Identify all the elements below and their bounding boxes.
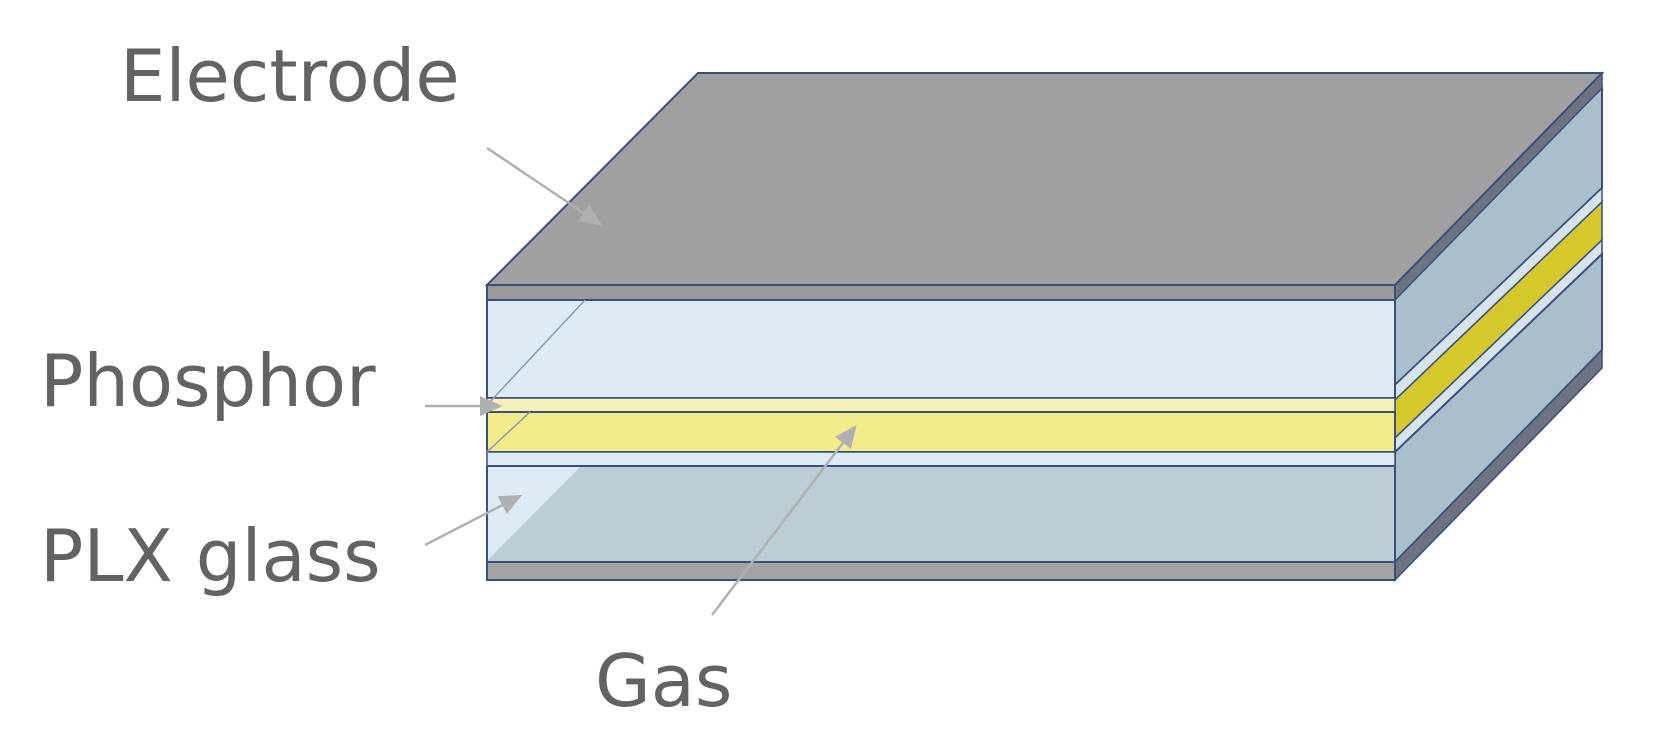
plx-glass-label: PLX glass	[40, 514, 381, 598]
perspective-lines	[486, 299, 586, 453]
thin-layer-front-2	[486, 451, 1396, 467]
plx-glass-arrow	[424, 494, 523, 547]
bottom-electrode-front	[486, 561, 1396, 581]
side-faces	[1394, 71, 1603, 582]
phosphor-front	[486, 411, 1396, 453]
upper-glass-front	[486, 299, 1396, 399]
electrode-arrow	[486, 146, 603, 226]
electrode-label: Electrode	[120, 34, 460, 118]
thin-layer-front-1	[486, 397, 1396, 413]
front-faces	[486, 284, 1396, 581]
top-electrode-front	[486, 284, 1396, 301]
lower-glass-front	[486, 465, 1396, 563]
annotation-arrows	[424, 146, 857, 616]
gas-arrow	[711, 425, 857, 616]
gas-label: Gas	[595, 639, 733, 723]
lower-glass-wedge	[488, 467, 580, 560]
phosphor-label: Phosphor	[40, 339, 376, 423]
